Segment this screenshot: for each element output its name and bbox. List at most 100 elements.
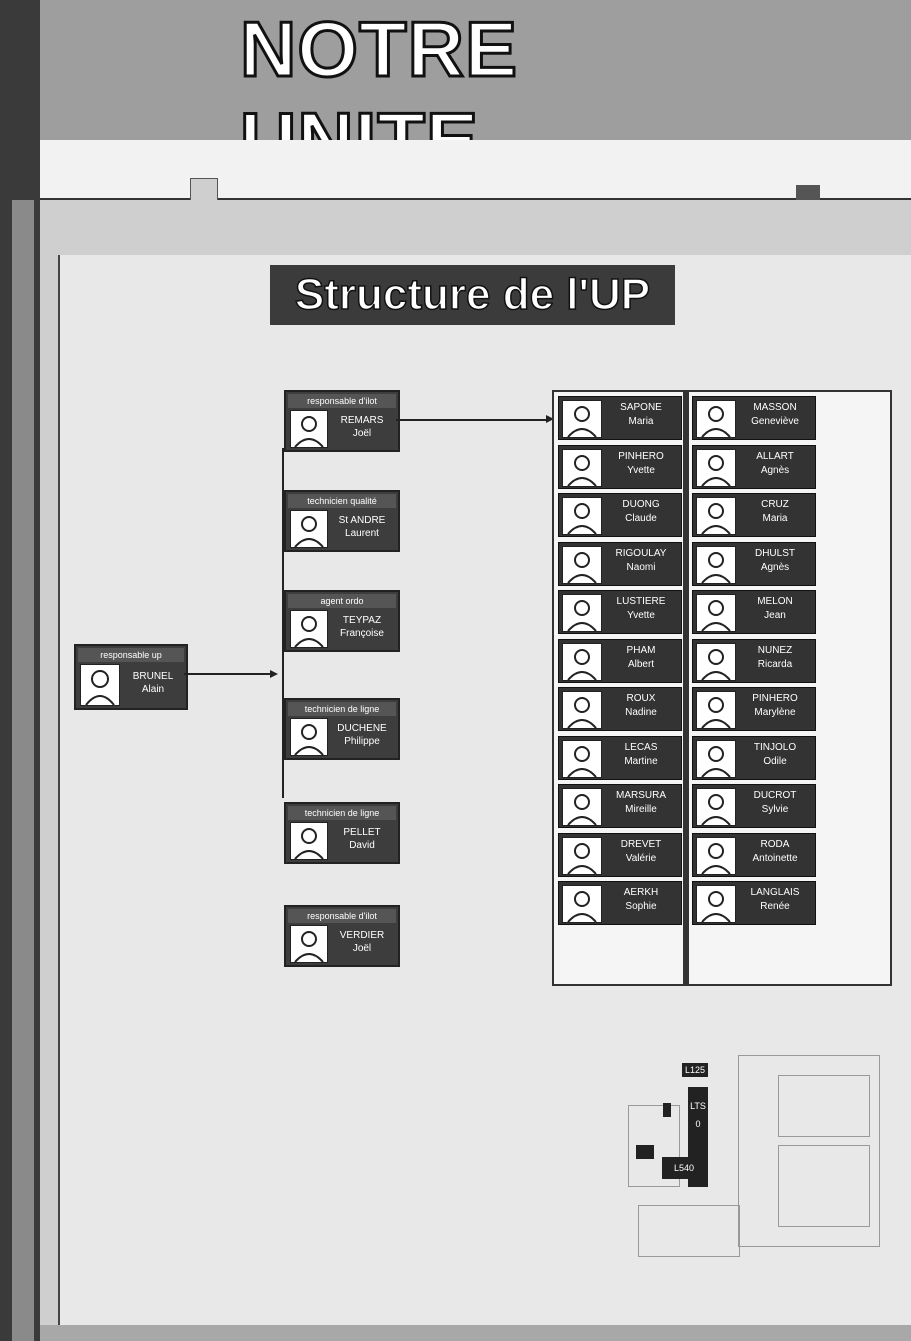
- firstname: Sylvie: [761, 804, 789, 815]
- role-label: technicien qualité: [288, 494, 396, 508]
- person-photo-icon: [696, 449, 736, 487]
- surname: NUNEZ: [757, 645, 793, 656]
- surname: MARSURA: [615, 790, 666, 801]
- firstname: Albert: [627, 659, 655, 670]
- surname: DUCROT: [753, 790, 797, 801]
- firstname: Valérie: [625, 853, 657, 864]
- plan-room: [738, 1055, 880, 1247]
- firstname: Martine: [624, 756, 658, 767]
- staff-connector: [282, 448, 284, 798]
- team-member-card: SAPONE Maria: [558, 396, 682, 440]
- team-member-card: PINHERO Marylène: [692, 687, 816, 731]
- person-name: ALLART Agnès: [737, 450, 813, 478]
- person-name: BRUNEL Alain: [122, 670, 184, 696]
- firstname: David: [349, 840, 375, 851]
- person-name: RIGOULAY Naomi: [603, 547, 679, 575]
- team-grid-divider: [683, 390, 689, 984]
- role-label: responsable up: [78, 648, 184, 662]
- surname: ALLART: [756, 451, 794, 462]
- surname: LECAS: [624, 742, 658, 753]
- surname: PINHERO: [752, 693, 798, 704]
- team-member-card: DUCROT Sylvie: [692, 784, 816, 828]
- firstname: Agnès: [760, 465, 790, 476]
- role-label: technicien de ligne: [288, 702, 396, 716]
- person-photo-icon: [696, 643, 736, 681]
- surname: SAPONE: [620, 402, 662, 413]
- firstname: Joël: [352, 428, 372, 439]
- team-member-card: RIGOULAY Naomi: [558, 542, 682, 586]
- person-photo-icon: [290, 510, 328, 548]
- person-photo-icon: [562, 400, 602, 438]
- person-name: MELON Jean: [737, 595, 813, 623]
- firstname: Maria: [628, 416, 654, 427]
- person-name: PINHERO Marylène: [737, 692, 813, 720]
- surname: DUONG: [622, 499, 660, 510]
- surname: ROUX: [626, 693, 656, 704]
- person-photo-icon: [562, 594, 602, 632]
- team-member-card: LECAS Martine: [558, 736, 682, 780]
- bottom-edge: [40, 1325, 911, 1341]
- person-photo-icon: [696, 497, 736, 535]
- plan-block: [636, 1145, 654, 1159]
- person-photo-icon: [562, 885, 602, 923]
- plan-room: [628, 1105, 680, 1187]
- role-label: responsable d'ilot: [288, 394, 396, 408]
- person-photo-icon: [562, 788, 602, 826]
- person-name: VERDIER Joël: [328, 929, 396, 955]
- surname: PINHERO: [618, 451, 664, 462]
- team-member-card: CRUZ Maria: [692, 493, 816, 537]
- person-name: TEYPAZ Françoise: [328, 614, 396, 640]
- firstname: Jean: [764, 610, 786, 621]
- surname: LUSTIERE: [616, 596, 666, 607]
- head-card: responsable up BRUNEL Alain: [74, 644, 188, 710]
- person-name: CRUZ Maria: [737, 498, 813, 526]
- board-title: Structure de l'UP: [270, 265, 675, 325]
- firstname: Yvette: [627, 465, 655, 476]
- firstname: Maria: [762, 513, 788, 524]
- surname: MELON: [757, 596, 793, 607]
- person-photo-icon: [696, 740, 736, 778]
- arrow-icon: [270, 670, 278, 678]
- floor-plan: L125 LTS0 L540: [628, 1045, 886, 1260]
- firstname: Joël: [352, 943, 372, 954]
- person-photo-icon: [290, 610, 328, 648]
- page-title: NOTRE UNITE: [239, 4, 760, 186]
- person-photo-icon: [290, 822, 328, 860]
- firstname: Françoise: [340, 628, 384, 639]
- person-name: MARSURA Mireille: [603, 789, 679, 817]
- surname: RIGOULAY: [615, 548, 667, 559]
- connector-line: [396, 419, 548, 421]
- person-photo-icon: [562, 837, 602, 875]
- person-photo-icon: [696, 691, 736, 729]
- surname: TEYPAZ: [342, 615, 382, 626]
- surname: VERDIER: [339, 930, 385, 941]
- person-photo-icon: [562, 691, 602, 729]
- firstname: Naomi: [626, 562, 656, 573]
- surname: CRUZ: [761, 499, 789, 510]
- person-photo-icon: [696, 788, 736, 826]
- firstname: Marylène: [754, 707, 796, 718]
- firstname: Mireille: [625, 804, 657, 815]
- surname: LANGLAIS: [750, 887, 800, 898]
